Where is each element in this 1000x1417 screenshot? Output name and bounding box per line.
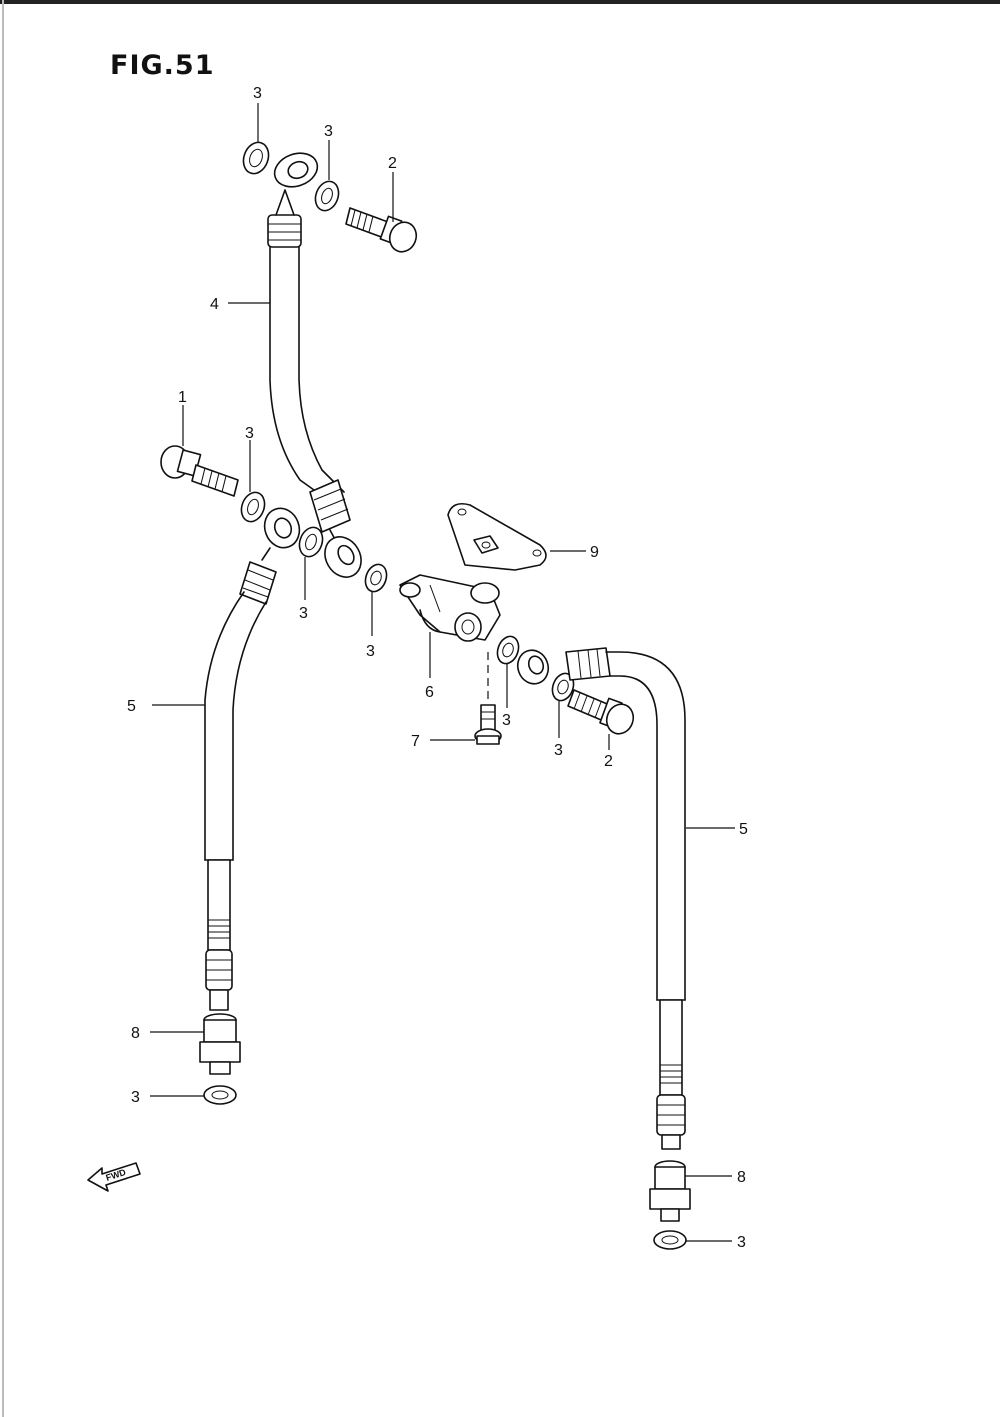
left-brake-hose (204, 507, 301, 1011)
callout-3: 3 (131, 1089, 140, 1106)
callout-7: 7 (411, 733, 420, 750)
callout-6: 6 (425, 684, 434, 701)
leader-lines (150, 103, 735, 1242)
callout-9: 9 (590, 544, 599, 561)
callout-numbers: 3 3 2 4 1 3 3 3 6 3 3 2 7 5 5 8 3 8 3 9 (127, 85, 748, 1251)
callout-3: 3 (299, 605, 308, 622)
callout-3: 3 (366, 643, 375, 660)
upper-brake-hose (267, 152, 362, 578)
figure-title: FIG.51 (110, 50, 215, 81)
callout-8: 8 (131, 1025, 140, 1042)
three-way-joint (399, 574, 501, 642)
callout-2: 2 (388, 155, 397, 172)
joint-mount-bolt (474, 652, 502, 745)
washers-middle (298, 526, 575, 702)
callout-3: 3 (737, 1234, 746, 1251)
callout-8: 8 (737, 1169, 746, 1186)
right-brake-hose (516, 647, 686, 1150)
callout-1: 1 (178, 389, 187, 406)
right-hose-joint (649, 1160, 691, 1250)
callout-4: 4 (210, 296, 219, 313)
callout-3: 3 (324, 123, 333, 140)
callout-3: 3 (245, 425, 254, 442)
callout-3: 3 (502, 712, 511, 729)
union-bolt-upper (345, 207, 418, 253)
union-bolt-left (160, 445, 266, 523)
left-hose-joint (199, 1013, 241, 1105)
union-bolt-right (567, 689, 635, 735)
fwd-arrow-icon: FWD (87, 1162, 141, 1192)
callout-5: 5 (127, 698, 136, 715)
callout-2: 2 (604, 753, 613, 770)
page-left-border (2, 0, 4, 1417)
callout-3: 3 (253, 85, 262, 102)
hose-bracket (447, 502, 547, 571)
page-top-border (0, 0, 1000, 4)
washers-upper (242, 141, 340, 212)
callout-5: 5 (739, 821, 748, 838)
callout-3: 3 (554, 742, 563, 759)
